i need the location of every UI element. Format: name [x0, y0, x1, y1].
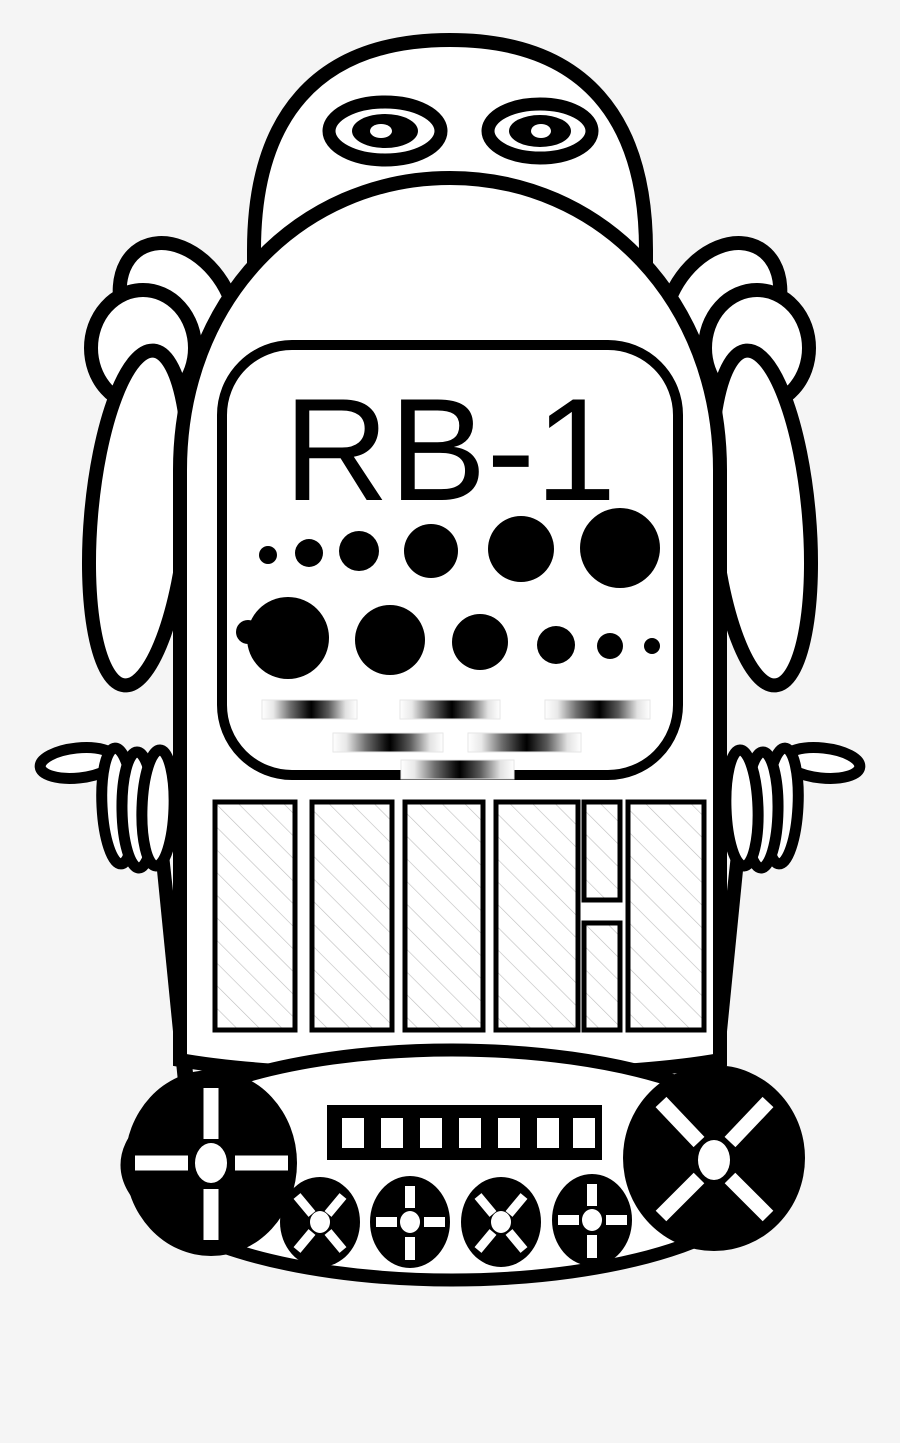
vent-panel [625, 799, 707, 1033]
right-eye-pupil-highlight [531, 124, 551, 138]
wheel-small-3 [461, 1177, 541, 1267]
indicator-light [580, 508, 660, 588]
wheel-small-2 [370, 1176, 450, 1268]
indicator-light [295, 539, 323, 567]
right-eye [481, 97, 599, 165]
vent-panel [212, 799, 298, 1033]
blurred-text-bars [261, 699, 651, 780]
left-eye-pupil-highlight [370, 124, 392, 138]
indicator-light [404, 524, 458, 578]
wheel-hub [310, 1211, 330, 1233]
wheel-hub [400, 1211, 420, 1233]
vent-panel [493, 799, 581, 1033]
wheel-spokes-cross [293, 1193, 347, 1253]
blurred-text-bar [467, 732, 582, 753]
indicator-light [488, 516, 554, 582]
wheel-spokes-cross [655, 1096, 774, 1222]
wheel-hub [698, 1140, 730, 1180]
grille-slot [498, 1118, 520, 1148]
wheel-hub [582, 1209, 602, 1231]
base-grille [327, 1105, 602, 1160]
indicator-lights-descending [236, 597, 660, 679]
wheel-small-4 [552, 1174, 632, 1266]
blurred-text-bar [400, 759, 515, 780]
vent-panel-narrow-top [581, 799, 623, 903]
indicator-light [355, 605, 425, 675]
blurred-text-bar [399, 699, 501, 720]
indicator-light [597, 633, 623, 659]
wheel-spokes-plus [376, 1186, 445, 1260]
grille-slot [573, 1118, 595, 1148]
grille-slot [537, 1118, 559, 1148]
wheel-hub [491, 1211, 511, 1233]
indicator-lights-ascending [259, 508, 660, 588]
nameplate-text: RB-1 [284, 368, 617, 531]
hatched-vent-panels [212, 799, 707, 1033]
left-finger-3 [136, 744, 180, 872]
blurred-text-bar [261, 699, 358, 720]
wheel-hub [195, 1143, 227, 1183]
indicator-light [259, 546, 277, 564]
chest-panel: RB-1 [217, 340, 683, 780]
blurred-text-bar [544, 699, 651, 720]
wheel-large-right [623, 1065, 805, 1251]
grille-slot [342, 1118, 364, 1148]
grille-slot [459, 1118, 481, 1148]
indicator-light [537, 626, 575, 664]
wheel-spokes-plus [558, 1184, 627, 1258]
wheel-base [120, 1043, 805, 1287]
vent-panel [402, 799, 486, 1033]
grille-slot [420, 1118, 442, 1148]
wheel-spokes-cross [474, 1193, 528, 1253]
indicator-light [339, 531, 379, 571]
vent-panel [309, 799, 395, 1033]
wheel-small-1 [280, 1177, 360, 1267]
wheel-spokes-plus [135, 1088, 288, 1240]
indicator-light [452, 614, 508, 670]
indicator-light [247, 597, 329, 679]
grille-slot [381, 1118, 403, 1148]
vent-panel-narrow-bottom [581, 920, 623, 1033]
indicator-light [644, 638, 660, 654]
blurred-text-bar [332, 732, 444, 753]
right-finger-3 [720, 744, 764, 872]
left-eye [322, 95, 448, 167]
wheel-large-left [125, 1070, 297, 1256]
